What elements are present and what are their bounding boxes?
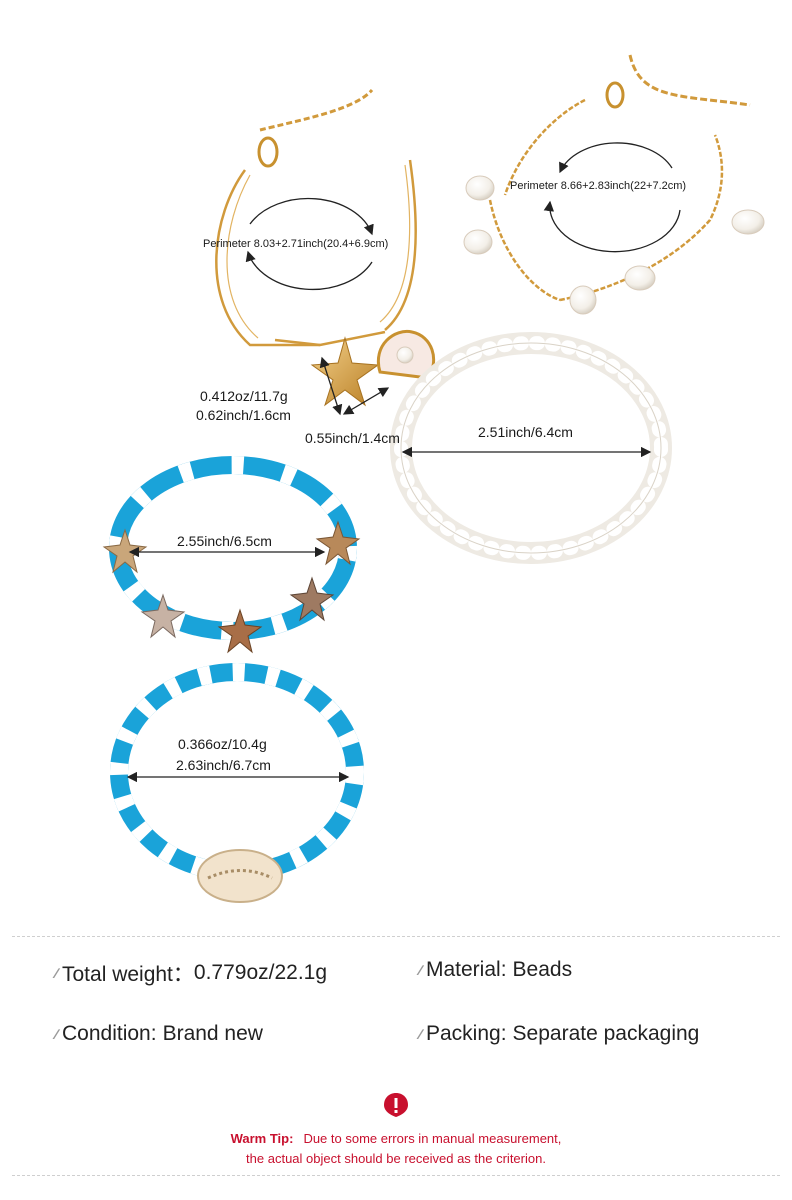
spec-packing-value: Separate packaging (512, 1022, 700, 1045)
spec-material-label: Material: (426, 958, 507, 981)
product-illustration (102, 54, 765, 903)
gold-shell-weight-label: 0.412oz/11.7g (200, 388, 288, 404)
spec-total-weight: ∕∕ Total weight：0.779oz/22.1g (56, 958, 327, 988)
starfish-charm-icon (310, 336, 380, 407)
spec-packing: ∕∕ Packing:Separate packaging (420, 1022, 699, 1046)
warm-tip-line1: Warm Tip: Due to some errors in manual me… (0, 1131, 792, 1146)
bottom-divider (12, 1175, 780, 1176)
starfish-charm-icon (315, 520, 361, 566)
warm-tip-text-1: Due to some errors in manual measurement… (303, 1131, 562, 1146)
spec-material: ∕∕ Material:Beads (420, 958, 572, 982)
starfish-charm-icon (217, 608, 263, 654)
cowrie-bracelet-weight-label: 0.366oz/10.4g (178, 736, 267, 752)
gold-pearl-perimeter-label: Perimeter 8.66+2.83inch(22+7.2cm) (510, 180, 687, 192)
shell-size-label: 0.55inch/1.4cm (305, 430, 400, 446)
warm-tip-label: Warm Tip: (230, 1131, 294, 1146)
spec-material-value: Beads (512, 958, 573, 981)
gold-shell-anklet (215, 88, 436, 416)
spec-total-weight-value: 0.779oz/22.1g (193, 961, 328, 984)
shell-charm-icon (376, 329, 436, 380)
pearl-bracelet (390, 332, 672, 564)
gold-shell-perimeter-label: Perimeter 8.03+2.71inch(20.4+6.9cm) (203, 238, 389, 250)
starfish-bead-bracelet (102, 456, 361, 654)
spec-condition-label: Condition: (62, 1022, 157, 1045)
cowrie-bead-bracelet (110, 663, 364, 903)
spec-packing-label: Packing: (426, 1022, 507, 1045)
starfish-charm-icon (140, 593, 186, 639)
spec-total-weight-label: Total weight： (62, 963, 194, 986)
spec-condition-value: Brand new (162, 1022, 263, 1045)
top-divider (12, 936, 780, 937)
cowrie-shell-icon (197, 849, 283, 903)
warm-tip-line2: the actual object should be received as … (246, 1151, 546, 1166)
warning-icon (384, 1093, 408, 1117)
cowrie-bracelet-diameter-label: 2.63inch/6.7cm (176, 757, 271, 773)
gold-pearl-anklet (463, 54, 765, 315)
starfish-bracelet-diameter-label: 2.55inch/6.5cm (177, 533, 272, 549)
starfish-charm-icon (102, 528, 148, 574)
pearl-bracelet-diameter-label: 2.51inch/6.4cm (478, 424, 573, 440)
starfish-charm-icon (289, 576, 335, 622)
starfish-size-label: 0.62inch/1.6cm (196, 407, 291, 423)
spec-condition: ∕∕ Condition:Brand new (56, 1022, 263, 1046)
